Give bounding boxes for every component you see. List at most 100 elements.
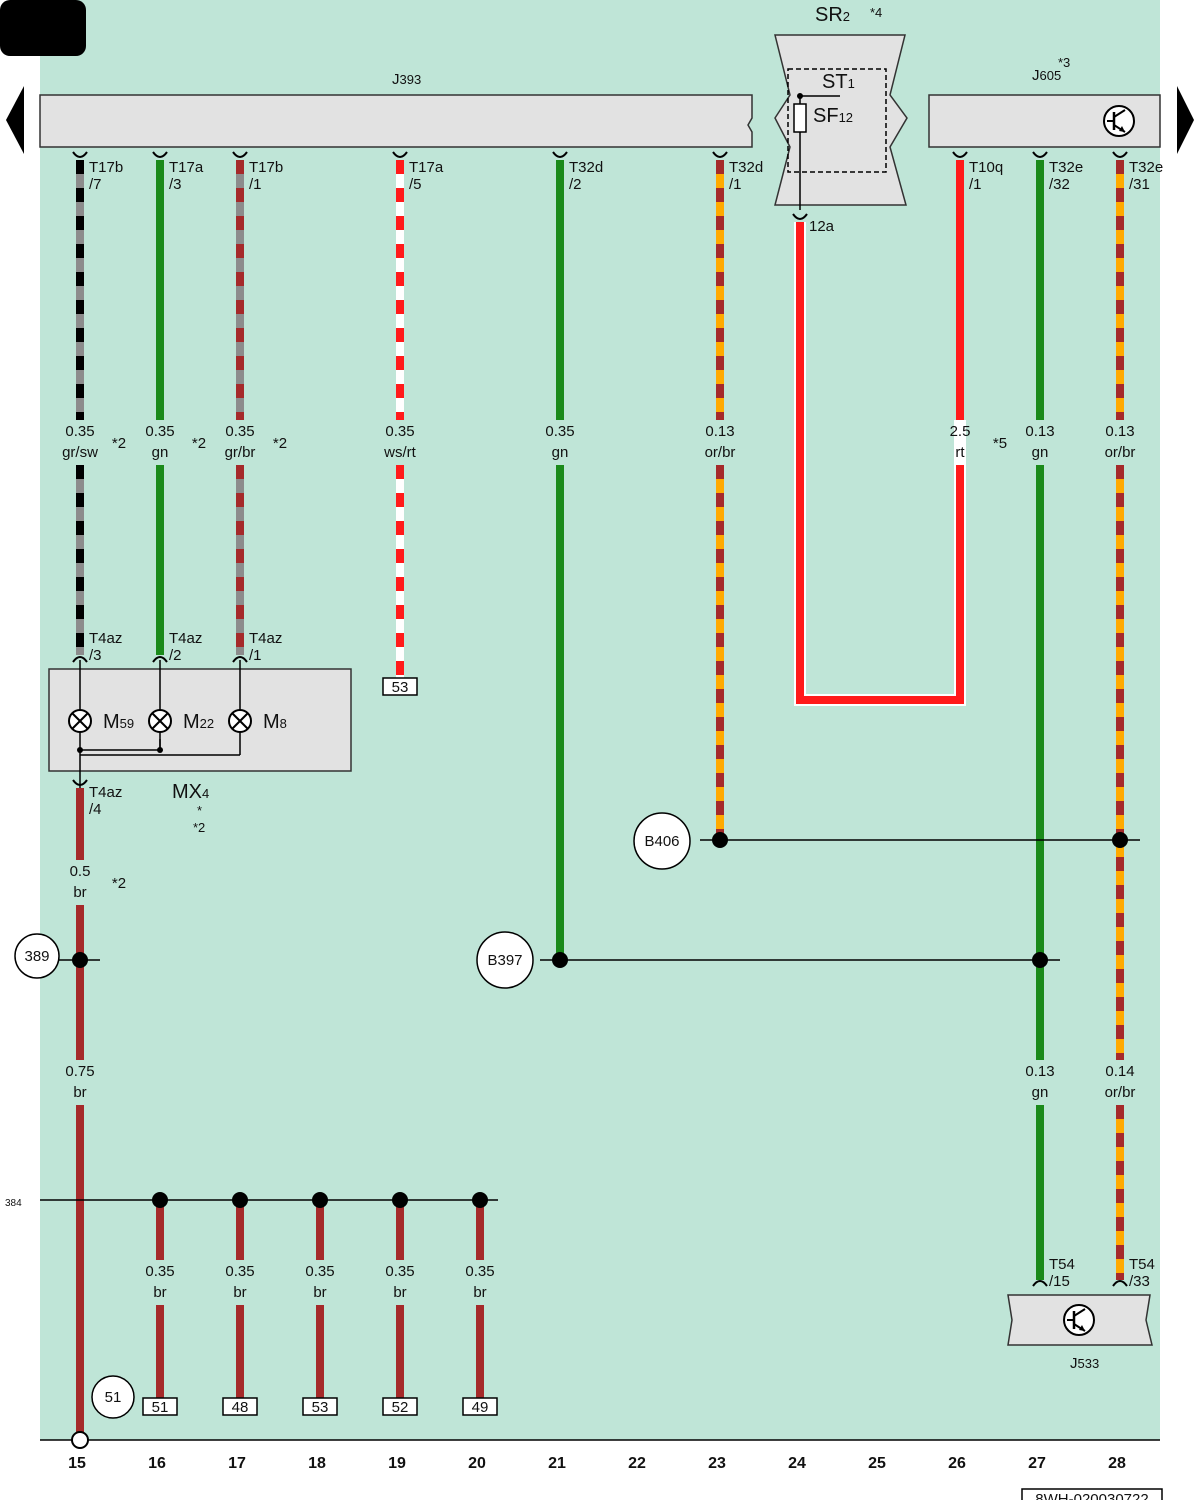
svg-text:J393: J393 [392,71,421,88]
nav-right-arrow[interactable] [1177,86,1194,154]
wire-26a-color: rt [955,444,965,461]
sr2-note: *4 [870,5,882,20]
column-number: 21 [548,1455,566,1472]
box-51[interactable]: 51 [142,1397,178,1416]
conn-t54-33-b: /33 [1129,1273,1150,1290]
box-53-label: 53 [312,1399,329,1416]
wire-27a-size: 0.13 [1025,423,1054,440]
conn-t54-33-a: T54 [1129,1256,1155,1273]
wire-17a-note: *2 [273,435,287,452]
component-mx4[interactable]: M59 M22 M8 MX4 * *2 [48,660,352,835]
m8-label: M [263,711,280,733]
box-48[interactable]: 48 [222,1397,258,1416]
st1-sub: 1 [848,76,855,91]
mx4-note1: * [197,803,202,818]
ground-terminal [71,1431,89,1449]
component-j605[interactable]: J605 *3 [928,55,1161,148]
svg-text:M22: M22 [183,711,214,733]
box-49[interactable]: 49 [462,1397,498,1416]
column-number: 23 [708,1455,726,1472]
conn-t17b-1-b: /1 [249,176,262,193]
box-53-top[interactable]: 53 [382,677,418,696]
wire-23a-size: 0.13 [705,423,734,440]
wire-19a-size: 0.35 [385,423,414,440]
conn-t32d-2-b: /2 [569,176,582,193]
sf12-sub: 12 [839,110,853,125]
conn-t4az-1-a: T4az [249,630,282,647]
wire-17b-size: 0.35 [225,1263,254,1280]
conn-t10q-1-b: /1 [969,176,982,193]
svg-text:MX4: MX4 [172,781,209,803]
wire-19a-color: ws/rt [383,444,416,461]
wire-labels: 0.35 gr/sw *2 0.35 gn *2 0.35 gr/br *2 0… [62,423,1135,1301]
lamp-m22-icon [148,709,172,733]
column-number: 15 [68,1455,86,1472]
wire-16a-color: gn [152,444,169,461]
conn-t17b-7-a: T17b [89,159,123,176]
ref-389-label: 389 [24,948,49,965]
wire-15a-color: gr/sw [62,444,98,461]
column-number: 24 [788,1455,806,1472]
wire-21a-color: gn [552,444,569,461]
wire-18b-size: 0.35 [305,1263,334,1280]
mx4-label: MX [172,781,202,803]
wire-15b-size: 0.5 [70,863,91,880]
wire-16a-note: *2 [192,435,206,452]
m8-sub: 8 [280,716,287,731]
connector-labels: T17b /7 T17a /3 T17b /1 T17a /5 T32d /2 … [89,159,1163,1290]
ref-389[interactable]: 389 [14,933,60,979]
j605-label: J [1032,67,1040,84]
conn-t4az-1-b: /1 [249,647,262,664]
wires-layer [76,160,1124,1432]
column-number: 25 [868,1455,886,1472]
m22-label: M [183,711,200,733]
svg-text:J533: J533 [1070,1355,1099,1372]
conn-t4az-4-a: T4az [89,784,122,801]
column-number: 20 [468,1455,486,1472]
column-number: 28 [1108,1455,1126,1472]
conn-t32d-2-a: T32d [569,159,603,176]
svg-text:M59: M59 [103,711,134,733]
ref-b406[interactable]: B406 [633,812,691,870]
conn-t17b-1-a: T17b [249,159,283,176]
reference-circles: 389 B397 B406 51 384 [5,812,691,1419]
wire-28a-color: or/br [1105,444,1136,461]
sf12-label: SF [813,105,839,127]
nav-left-arrow[interactable] [6,86,24,154]
column-number: 22 [628,1455,646,1472]
conn-t32e-31-a: T32e [1129,159,1163,176]
m59-label: M [103,711,120,733]
wire-17a-size: 0.35 [225,423,254,440]
mx4-sub: 4 [202,786,209,801]
component-j393[interactable]: J393 [39,71,753,148]
conn-t54-15-b: /15 [1049,1273,1070,1290]
ref-b397[interactable]: B397 [476,931,534,989]
wire-28b-color: or/br [1105,1084,1136,1101]
box-52[interactable]: 52 [382,1397,418,1416]
ref-b397-label: B397 [487,952,522,969]
wire-17a-color: gr/br [225,444,256,461]
j533-sub: 533 [1078,1356,1100,1371]
m22-sub: 22 [200,716,214,731]
conn-t32e-32-b: /32 [1049,176,1070,193]
lamp-m59-icon [68,709,92,733]
wire-26a-note: *5 [993,435,1007,452]
svg-text:ST1: ST1 [822,71,855,93]
conn-t4az-3-b: /3 [89,647,102,664]
wire-21a-size: 0.35 [545,423,574,440]
ref-51-circle[interactable]: 51 [91,1375,135,1419]
component-sr2[interactable]: SR2 *4 ST1 SF12 [774,4,908,210]
box-49-label: 49 [472,1399,489,1416]
wire-15b-note: *2 [112,875,126,892]
conn-sr2-12a: 12a [809,218,835,235]
j393-label: J [392,71,400,88]
conn-t4az-3-a: T4az [89,630,122,647]
wire-16a-size: 0.35 [145,423,174,440]
conn-t32e-32-a: T32e [1049,159,1083,176]
box-53[interactable]: 53 [302,1397,338,1416]
conn-t17a-3-b: /3 [169,176,182,193]
component-j533[interactable]: J533 [1007,1294,1153,1372]
conn-t32e-31-b: /31 [1129,176,1150,193]
ref-384-label: 384 [5,1198,22,1209]
wire-28a-size: 0.13 [1105,423,1134,440]
